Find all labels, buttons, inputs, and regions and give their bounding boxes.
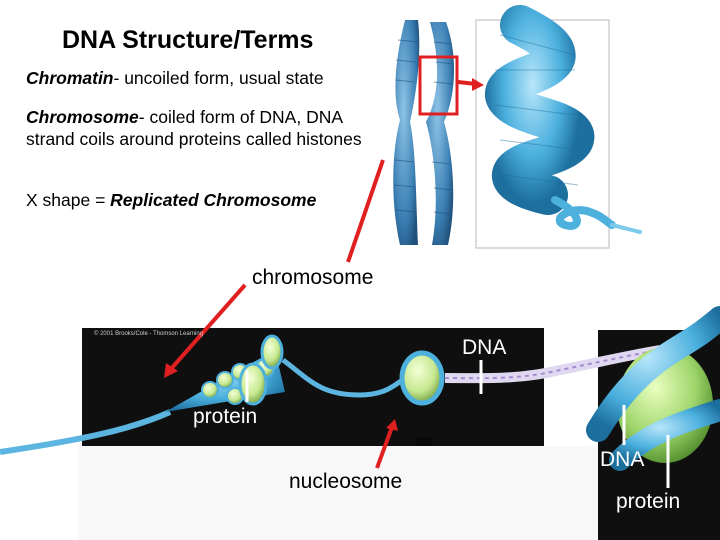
label-chromosome: chromosome [252,266,374,289]
chromatin-term: Chromatin [26,68,114,88]
chromosome-text: - coiled form of DNA, DNA strand coils a… [26,107,362,149]
label-ticks [245,360,670,488]
pointer-arrows [164,78,484,469]
chromosome-term: Chromosome [26,107,139,127]
coiled-chromatin-illustration [475,5,642,249]
chromosome-definition: Chromosome- coiled form of DNA, DNA stra… [26,106,386,150]
label-protein-left: protein [193,405,258,428]
replicated-chromosome-illustration [393,20,459,245]
page-title: DNA Structure/Terms [62,26,314,54]
dark-panel-left [82,328,544,446]
label-dna-top: DNA [462,336,507,359]
xshape-prefix: X shape = [26,190,111,210]
label-protein-right: protein [616,490,681,513]
copyright-notice: © 2001 Brooks/Cole - Thomson Learning [94,331,204,337]
xshape-definition: X shape = Replicated Chromosome [26,189,316,211]
label-dna-right: DNA [600,448,645,471]
xshape-term: Replicated Chromosome [110,190,317,210]
histone-closeup-illustration [586,306,720,471]
nucleosome-strand-illustration [0,334,661,455]
highlight-box [418,55,459,116]
chromatin-definition: Chromatin- uncoiled form, usual state [26,67,324,89]
chromatin-text: - uncoiled form, usual state [113,68,324,88]
label-nucleosome: nucleosome [289,470,403,493]
light-panel [78,446,598,540]
